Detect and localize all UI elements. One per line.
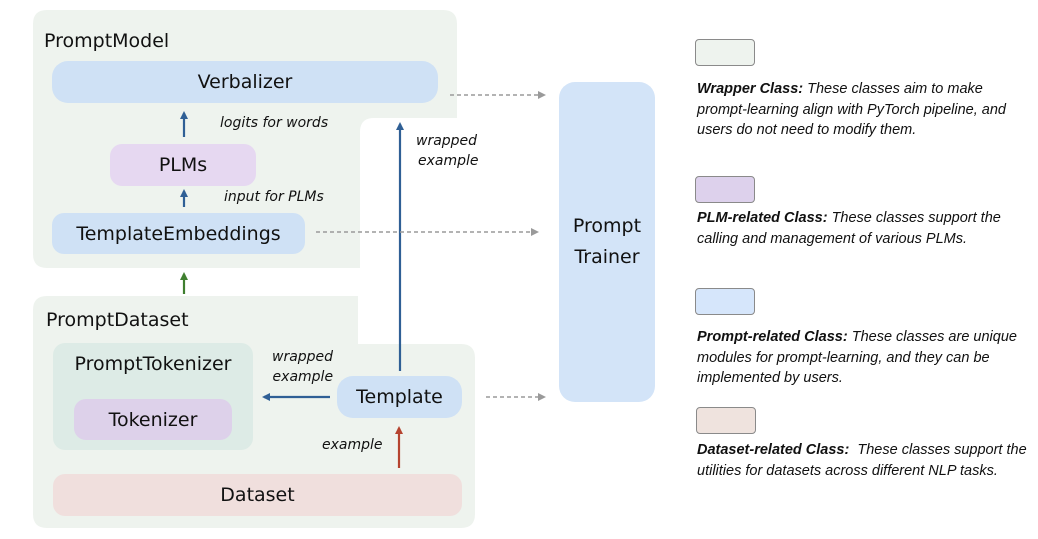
plms-box[interactable]: PLMs	[110, 144, 256, 186]
legend-wrapper-desc: These classes aim to make prompt-learnin…	[697, 81, 1006, 138]
legend-swatch-plm	[695, 176, 755, 203]
label-wrapped-example-left: wrapped example	[272, 347, 333, 387]
legend-wrapper-name: Wrapper Class:	[697, 81, 804, 97]
legend-plm-name: PLM-related Class:	[697, 210, 828, 226]
template-box[interactable]: Template	[337, 376, 462, 418]
prompt-trainer-box[interactable]: Prompt Trainer	[559, 82, 655, 402]
legend-prompt-text: Prompt-related Class: These classes are …	[697, 327, 1027, 389]
legend-prompt-desc: These classes are unique modules for pro…	[697, 329, 1017, 386]
legend-dataset-desc: These classes support the utilities for …	[697, 442, 1031, 479]
label-example: example	[322, 437, 383, 453]
legend-plm-text: PLM-related Class: These classes support…	[697, 208, 1027, 249]
template-embeddings-box[interactable]: TemplateEmbeddings	[52, 213, 305, 254]
prompt-model-title: PromptModel	[44, 30, 170, 52]
label-wrapped-up-line2: example	[418, 153, 479, 169]
template-embeddings-label: TemplateEmbeddings	[76, 222, 281, 245]
legend-dataset-name: Dataset-related Class:	[697, 442, 850, 458]
verbalizer-box[interactable]: Verbalizer	[52, 61, 438, 103]
tokenizer-box[interactable]: Tokenizer	[74, 399, 232, 440]
tokenizer-label: Tokenizer	[108, 408, 198, 431]
label-wrapped-up-line1: wrapped	[416, 133, 478, 149]
dataset-box[interactable]: Dataset	[53, 474, 462, 516]
label-input-for-plms: input for PLMs	[224, 189, 324, 205]
dataset-label: Dataset	[220, 484, 295, 506]
prompt-trainer-label-line2: Trainer	[574, 246, 640, 268]
legend-swatch-wrapper	[695, 39, 755, 66]
legend-swatch-dataset	[696, 407, 756, 434]
prompt-trainer-label-line1: Prompt	[572, 215, 642, 237]
verbalizer-label: Verbalizer	[197, 71, 293, 93]
legend-swatch-prompt	[695, 288, 755, 315]
plms-label: PLMs	[158, 154, 208, 176]
label-wrapped-left-line1: wrapped	[272, 349, 334, 365]
legend-plm-desc: These classes support the calling and ma…	[697, 210, 1001, 247]
prompt-dataset-title: PromptDataset	[46, 309, 189, 331]
label-wrapped-example-up: wrapped example	[416, 131, 479, 171]
legend-wrapper-text: Wrapper Class: These classes aim to make…	[697, 79, 1027, 141]
prompt-tokenizer-label: PromptTokenizer	[74, 353, 232, 375]
template-label: Template	[356, 386, 443, 408]
legend-prompt-name: Prompt-related Class:	[697, 329, 848, 345]
label-logits-for-words: logits for words	[220, 115, 329, 131]
label-wrapped-left-line2: example	[272, 369, 334, 385]
legend-dataset-text: Dataset-related Class: These classes sup…	[697, 440, 1027, 481]
